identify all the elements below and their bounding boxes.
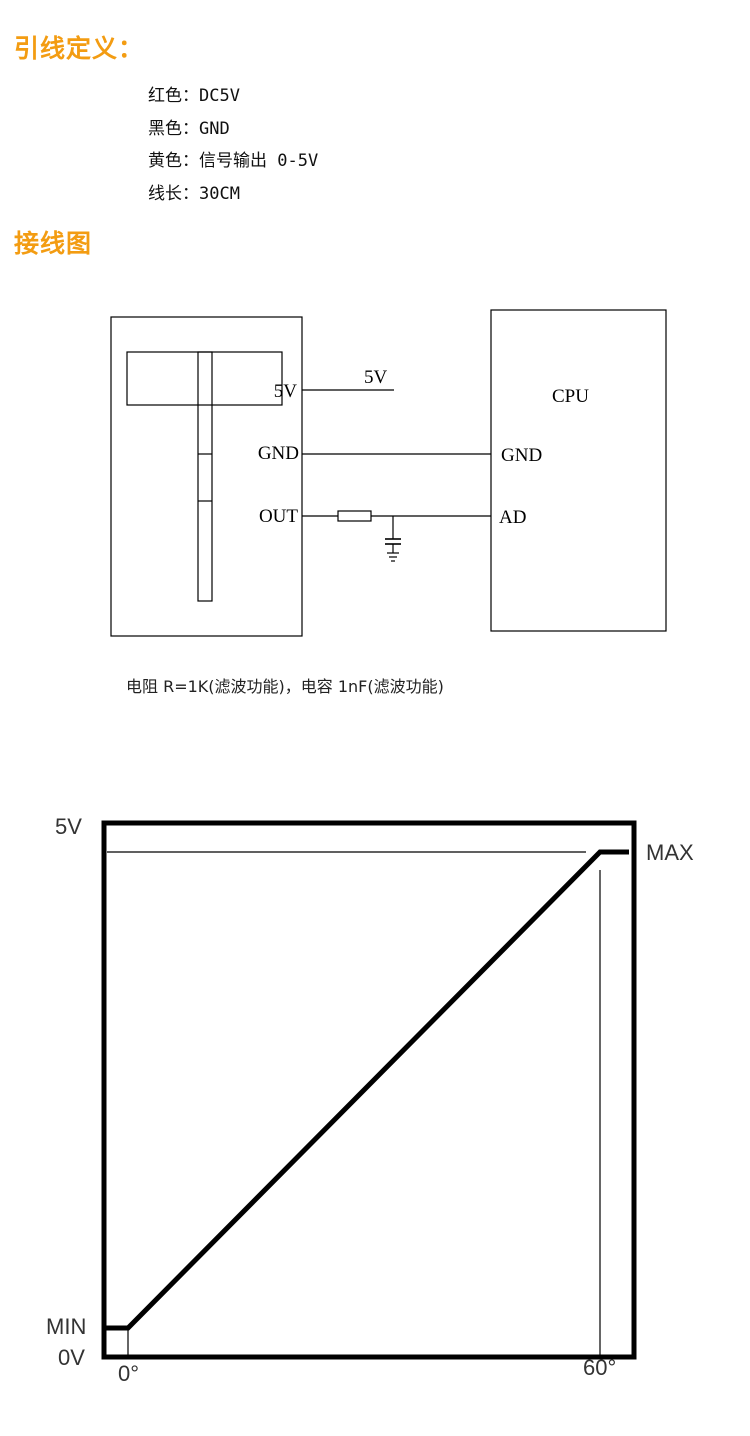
pin-out-label: OUT <box>259 506 298 527</box>
supply-label: 5V <box>364 367 388 388</box>
lead-length: 线长：30CM <box>148 184 240 205</box>
output-graph: 5V 0V MAX MIN 0° 60° <box>46 814 694 1386</box>
output-series-line <box>106 849 629 1331</box>
sensor-shaft <box>197 351 213 602</box>
wiring-diagram: 5V GND OUT 5V CPU GND AD <box>110 309 667 637</box>
y-label-5v: 5V <box>55 814 82 839</box>
cpu-gnd-label: GND <box>501 445 542 466</box>
wiring-diagram-heading: 接线图 <box>14 229 93 258</box>
lead-definition-heading: 引线定义： <box>14 34 145 63</box>
x-tick-label-60: 60° <box>583 1355 616 1380</box>
lead-black: 黑色：GND <box>148 118 230 139</box>
y-label-0v: 0V <box>58 1345 85 1370</box>
pin-5v-label: 5V <box>274 381 298 402</box>
x-tick-label-0: 0° <box>118 1361 139 1386</box>
lead-yellow: 黄色：信号输出 0-5V <box>148 151 319 172</box>
pin-gnd-label: GND <box>258 443 299 464</box>
lead-red: 红色：DC5V <box>148 86 240 106</box>
component-caption: 电阻 R=1K(滤波功能)，电容 1nF(滤波功能) <box>126 677 444 696</box>
graph-frame <box>101 820 637 1360</box>
max-marker-label: MAX <box>646 840 694 865</box>
cpu-title: CPU <box>552 386 589 407</box>
resistor <box>337 510 372 522</box>
min-marker-label: MIN <box>46 1314 86 1339</box>
sensor-box <box>110 316 303 637</box>
lead-definition-list: 红色：DC5V 黑色：GND 黄色：信号输出 0-5V 线长：30CM <box>148 80 318 211</box>
cpu-box <box>490 309 667 632</box>
cpu-ad-label: AD <box>499 507 526 528</box>
sensor-head <box>126 351 283 406</box>
